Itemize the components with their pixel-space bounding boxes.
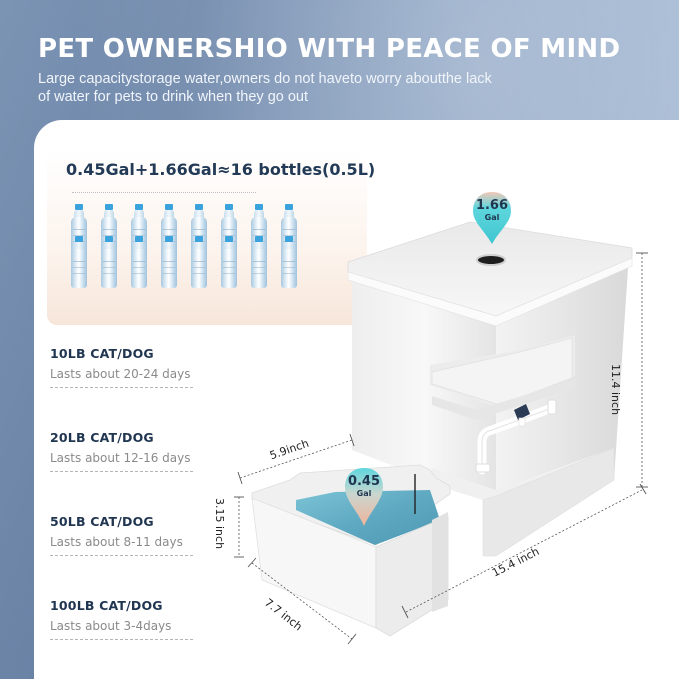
pet-weight-label: 50LB CAT/DOG <box>50 514 154 529</box>
water-bottle-icon <box>250 236 268 288</box>
tank-capacity-unit: Gal <box>484 213 500 222</box>
height-dimension-label: 11.4 inch <box>609 364 622 416</box>
water-bottle-icon <box>160 236 178 288</box>
dashed-divider <box>50 387 193 388</box>
pet-weight-label: 100LB CAT/DOG <box>50 598 163 613</box>
pet-duration-text: Lasts about 20-24 days <box>50 367 191 381</box>
page-title: PET OWNERSHIO WITH PEACE OF MIND <box>38 34 621 64</box>
bowl-capacity-value: 0.45 <box>347 474 381 489</box>
location-pin-icon <box>345 468 383 526</box>
water-bottle-icon <box>130 236 148 288</box>
bottle-grid <box>70 204 310 304</box>
pet-duration-text: Lasts about 8-11 days <box>50 535 183 549</box>
pet-duration-item: 100LB CAT/DOG Lasts about 3-4days <box>50 598 200 640</box>
bottle-capacity-panel <box>47 150 367 325</box>
pet-duration-item: 20LB CAT/DOG Lasts about 12-16 days <box>50 430 200 472</box>
dashed-divider <box>50 471 193 472</box>
water-bottle-icon <box>100 236 118 288</box>
pet-weight-label: 10LB CAT/DOG <box>50 346 154 361</box>
water-bottle-icon <box>190 236 208 288</box>
bowl-height-dimension-label: 3.15 inch <box>213 498 226 549</box>
location-pin-icon <box>473 192 511 244</box>
dashed-divider <box>50 639 193 640</box>
bottle-divider <box>72 192 256 193</box>
water-bottle-icon <box>220 236 238 288</box>
water-bottle-icon <box>280 236 298 288</box>
pet-duration-item: 10LB CAT/DOG Lasts about 20-24 days <box>50 346 200 388</box>
subtitle-line-1: Large capacitystorage water,owners do no… <box>38 71 492 87</box>
tank-capacity-pin: 1.66 Gal <box>470 190 514 246</box>
pet-duration-text: Lasts about 12-16 days <box>50 451 191 465</box>
bowl-capacity-pin: 0.45 Gal <box>342 466 386 526</box>
dashed-divider <box>50 555 193 556</box>
tank-capacity-value: 1.66 <box>475 198 509 213</box>
bottle-capacity-title: 0.45Gal+1.66Gal≈16 bottles(0.5L) <box>66 160 376 179</box>
pet-duration-text: Lasts about 3-4days <box>50 619 172 633</box>
subtitle-line-2: of water for pets to drink when they go … <box>38 89 309 105</box>
bowl-capacity-unit: Gal <box>356 489 372 498</box>
water-bottle-icon <box>70 236 88 288</box>
bowl-height-text: 3.15 inch <box>213 498 226 550</box>
page-subtitle: Large capacitystorage water,owners do no… <box>38 70 598 106</box>
pet-weight-label: 20LB CAT/DOG <box>50 430 154 445</box>
pet-duration-item: 50LB CAT/DOG Lasts about 8-11 days <box>50 514 200 556</box>
